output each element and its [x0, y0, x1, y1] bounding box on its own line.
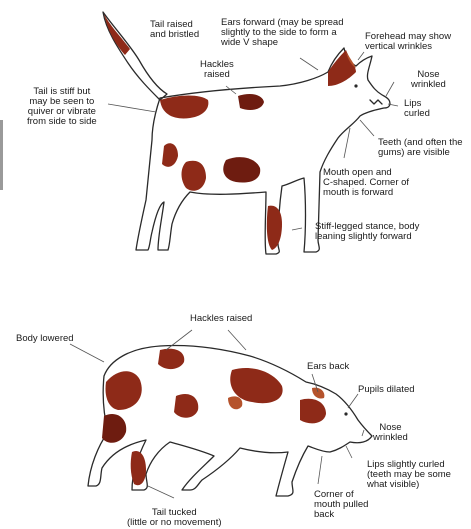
fearful-dog-thigh-patch: [102, 414, 126, 443]
aggressive-dog-head-patch: [328, 50, 356, 86]
label-forehead: Forehead may show vertical wrinkles: [365, 32, 451, 52]
fearful-dog-leg-patch: [131, 451, 146, 485]
aggressive-dog-leg-patch: [267, 206, 282, 250]
fearful-dog-mid-patch: [174, 394, 198, 418]
aggressive-dog-back-patch: [238, 94, 264, 110]
label-ears-forward: Ears forward (may be spread slightly to …: [221, 18, 344, 48]
label-ears-back: Ears back: [307, 362, 349, 372]
aggressive-dog-thigh-patch: [182, 161, 207, 191]
label-teeth-visible: Teeth (and often the gums) are visible: [378, 138, 463, 158]
label-corner-of-mouth: Corner of mouth pulled back: [314, 490, 368, 520]
fearful-dog-ear-patch: [312, 388, 324, 399]
fearful-dog-head-patch: [300, 399, 326, 424]
aggressive-dog-haunch-patch: [162, 143, 178, 167]
fearful-dog-hip-patch: [106, 371, 142, 410]
aggressive-dog-eye: [354, 84, 357, 87]
label-lips-curled: Lips curled: [404, 99, 430, 119]
label-stance: Stiff-legged stance, body leaning slight…: [315, 222, 419, 242]
label-lips-slightly-curled: Lips slightly curled (teeth may be some …: [367, 460, 451, 490]
label-pupils-dilated: Pupils dilated: [358, 385, 415, 395]
label-tail-tucked: Tail tucked (little or no movement): [127, 508, 222, 528]
label-body-lowered: Body lowered: [16, 334, 74, 344]
label-nose-wrinkled-bottom: Nose wrinkled: [373, 423, 408, 443]
aggressive-dog-belly-patch: [223, 157, 260, 182]
label-tail-raised: Tail raised and bristled: [150, 20, 199, 40]
aggressive-dog-figure: [103, 12, 390, 254]
fearful-dog-back-patch: [158, 349, 184, 369]
label-tail-stiff: Tail is stiff but may be seen to quiver …: [27, 87, 97, 127]
label-nose-wrinkled-top: Nose wrinkled: [411, 70, 446, 90]
aggressive-dog-teeth: [370, 100, 382, 104]
fearful-dog-small-patch: [228, 396, 242, 409]
label-hackles: Hackles raised: [200, 60, 234, 80]
aggressive-dog-hackle-patch: [160, 96, 208, 119]
label-mouth-open: Mouth open and C-shaped. Corner of mouth…: [323, 168, 409, 198]
fearful-dog-eye: [344, 412, 347, 415]
aggressive-dog-tail-patch: [104, 14, 130, 55]
label-hackles-raised-bottom: Hackles raised: [190, 314, 252, 324]
